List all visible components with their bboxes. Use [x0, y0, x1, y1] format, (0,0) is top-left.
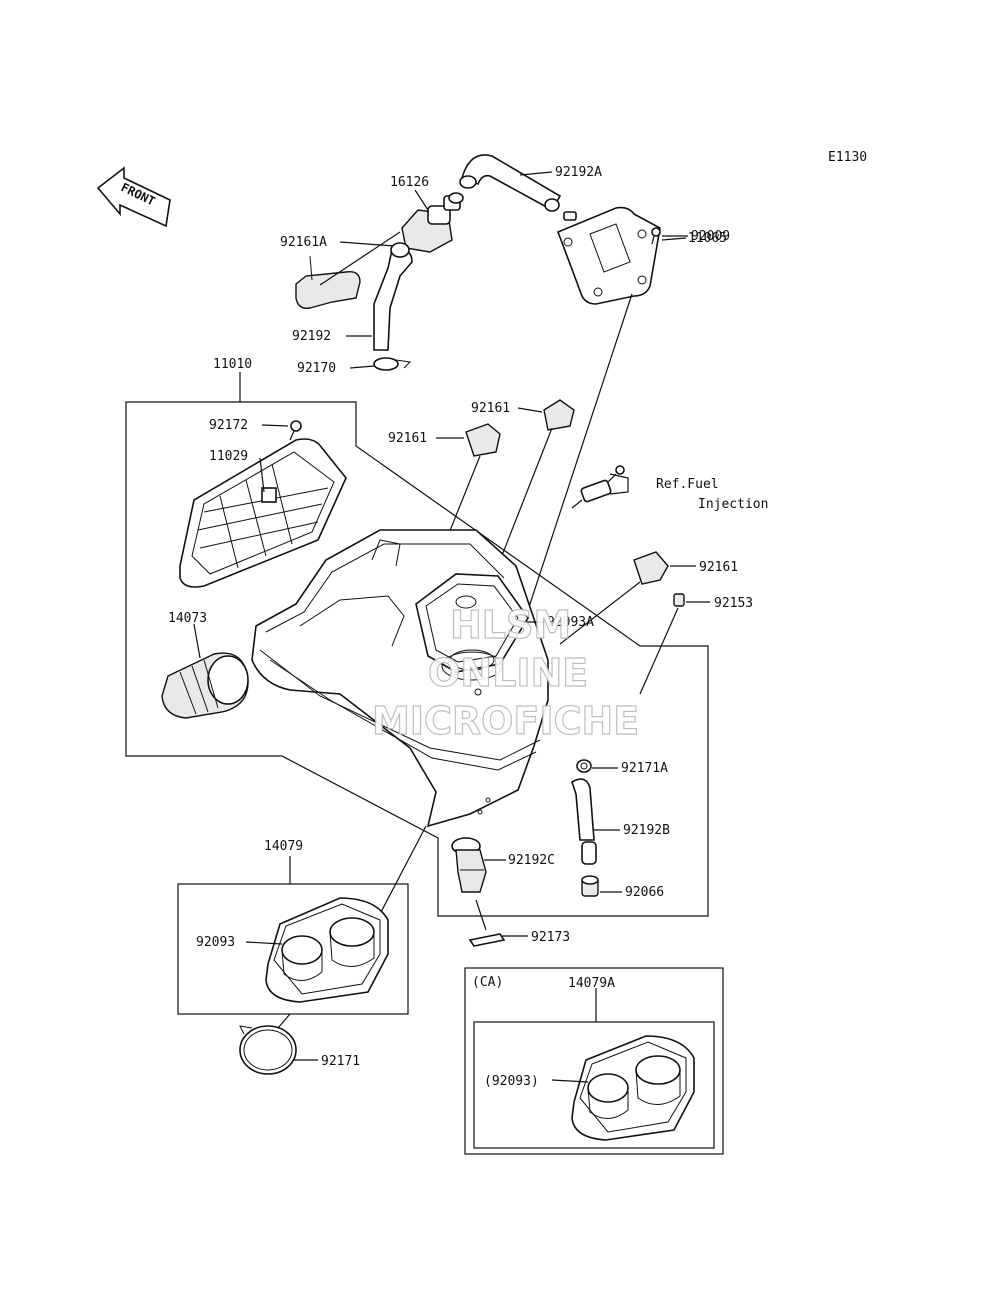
leader-92161a: [339, 241, 395, 247]
bracket-11010: [125, 372, 709, 917]
clamp-92171a: [576, 759, 592, 773]
leader-92161-top: [517, 407, 543, 413]
label-92192b: 92192B: [623, 823, 670, 838]
drain-92192c: [451, 837, 487, 893]
label-92153: 92153: [714, 596, 753, 611]
label-92161-right: 92161: [699, 560, 738, 575]
label-11065-visible: 11065: [688, 231, 727, 246]
label-92093: 92093: [196, 935, 235, 950]
leader-cover-housing: [527, 293, 633, 611]
leader-92192a: [519, 171, 553, 176]
leader-92171-box: [277, 1013, 291, 1029]
label-92009: 92009: [691, 229, 730, 244]
pad-92161a: [295, 255, 361, 309]
label-92170: 92170: [297, 361, 336, 376]
leader-92172: [261, 424, 289, 427]
label-92171a: 92171A: [621, 761, 668, 776]
label-92093-paren: (92093): [484, 1074, 539, 1089]
leader-11065: [661, 237, 687, 241]
leader-11029: [259, 457, 265, 493]
label-14079a: 14079A: [568, 976, 615, 991]
valve-16126: [401, 192, 464, 253]
label-92066: 92066: [625, 885, 664, 900]
label-92192: 92192: [292, 329, 331, 344]
air-cleaner-housing: [251, 529, 549, 828]
cover-11065: [556, 206, 661, 305]
leader-92093: [245, 941, 283, 945]
label-92161-left: 92161: [388, 431, 427, 446]
leader-92161a-2: [319, 231, 401, 286]
variant-ca-box: [464, 967, 724, 1155]
element-14079a: [571, 1035, 695, 1141]
bolt-92009: [651, 227, 661, 245]
label-11010: 11010: [213, 357, 252, 372]
sensor-ref-fuel: [571, 465, 625, 509]
leader-92153-2: [639, 607, 679, 695]
element-14079: [265, 897, 389, 1003]
ref-note-line1: Ref.Fuel: [656, 477, 719, 492]
leader-14073: [193, 623, 201, 659]
label-92192c: 92192C: [508, 853, 555, 868]
variant-label: (CA): [472, 975, 503, 990]
watermark-line3: MICROFICHE: [372, 699, 639, 743]
pad-92161-right: [633, 551, 669, 585]
bracket-14079: [177, 856, 409, 1015]
front-arrow-icon: FRONT: [96, 166, 171, 228]
watermark-line2: ONLINE: [428, 651, 588, 695]
label-92093a: 92093A: [547, 615, 594, 630]
leader-16126: [414, 189, 429, 211]
watermark-line1: HLSM: [450, 603, 571, 647]
pipe-92192a: [459, 154, 562, 212]
label-11029: 11029: [209, 449, 248, 464]
hose-92192: [373, 242, 413, 351]
label-92173: 92173: [531, 930, 570, 945]
diagram-code: E1130: [828, 150, 867, 165]
leader-92093-paren: [551, 1079, 589, 1083]
label-14079: 14079: [264, 839, 303, 854]
leader-14079-housing: [379, 825, 427, 915]
pad-92161-left: [465, 423, 501, 457]
bolt-92172: [289, 420, 302, 441]
duct-14073: [161, 652, 249, 719]
label-92192a: 92192A: [555, 165, 602, 180]
clip-92173: [468, 899, 506, 947]
leader-92161-right-2: [559, 581, 641, 645]
cap-92066: [581, 875, 599, 897]
label-16126: 16126: [390, 175, 429, 190]
leader-ref-fuel: [609, 473, 629, 495]
label-92172: 92172: [209, 418, 248, 433]
leader-92170: [349, 365, 375, 369]
ref-note-line2: Injection: [698, 497, 768, 512]
label-92161a: 92161A: [280, 235, 327, 250]
band-92171: [239, 1025, 297, 1075]
hose-92192b: [571, 778, 597, 865]
pad-92161-top: [543, 399, 575, 431]
clamp-92170: [373, 357, 412, 371]
label-92171: 92171: [321, 1054, 360, 1069]
filter-11029: [179, 438, 347, 588]
bolt-92153: [673, 593, 685, 607]
label-14073: 14073: [168, 611, 207, 626]
label-92161-top: 92161: [471, 401, 510, 416]
watermark: HLSM ONLINE MICROFICHE: [371, 602, 639, 743]
